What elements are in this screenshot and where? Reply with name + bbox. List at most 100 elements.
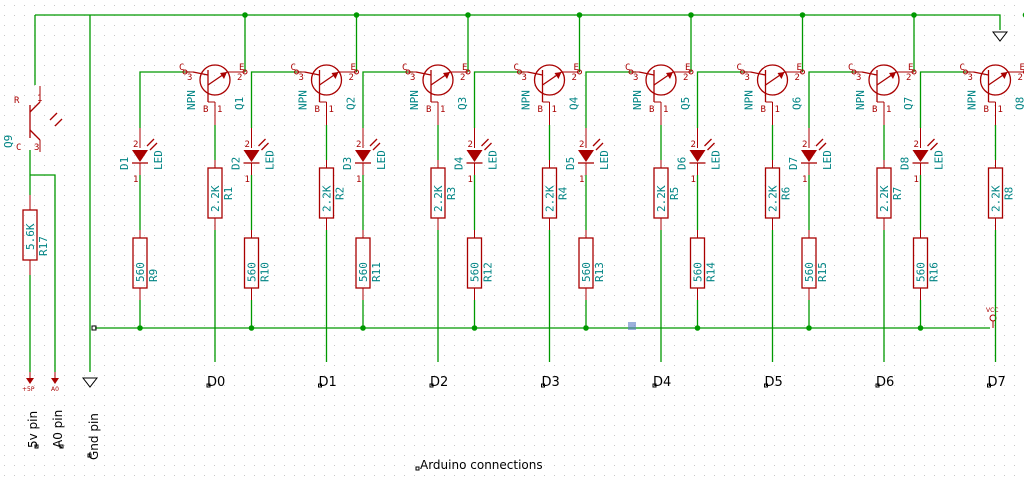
net-label: D6 bbox=[876, 375, 894, 390]
led-label: LED bbox=[933, 150, 946, 170]
transistor-e-number: 2 bbox=[1018, 73, 1023, 83]
transistor-reference: Q2 bbox=[345, 97, 358, 110]
transistor-reference: Q8 bbox=[1014, 97, 1024, 110]
rb-reference: R7 bbox=[891, 187, 904, 200]
rb-reference: R4 bbox=[557, 186, 570, 200]
transistor-b-letter: B bbox=[426, 105, 431, 115]
pin-end-circle bbox=[405, 69, 411, 75]
transistor-emitter-arrow bbox=[777, 72, 785, 79]
transistor-body bbox=[533, 64, 566, 96]
led-emit-arrow bbox=[930, 142, 938, 151]
led-emit-arrow bbox=[149, 142, 158, 151]
net-label: D1 bbox=[319, 375, 337, 390]
junction-dot bbox=[917, 325, 924, 331]
transistor-c-number: 3 bbox=[968, 73, 973, 83]
led-reference: D1 bbox=[118, 157, 131, 170]
transistor-collector-leg bbox=[861, 71, 878, 76]
pin-end-circle bbox=[465, 69, 471, 75]
led-cathode-number: 1 bbox=[579, 175, 584, 185]
junction-dot bbox=[806, 325, 812, 331]
led-reference: D4 bbox=[453, 156, 466, 170]
ground-symbol-right bbox=[991, 31, 1009, 42]
junction-dot bbox=[137, 325, 143, 331]
transistor-type: NPN bbox=[297, 90, 310, 110]
label-5v-pin: 5v pin bbox=[26, 411, 40, 448]
pin-end-circle bbox=[800, 69, 805, 75]
transistor-collector-leg bbox=[192, 71, 209, 76]
rl-value: 560 bbox=[134, 262, 147, 282]
pin-end-circle bbox=[242, 69, 248, 75]
power-5v-text: +5P bbox=[22, 386, 35, 393]
led-emit-arrow bbox=[369, 138, 378, 147]
q9-light-arrow-2 bbox=[54, 118, 63, 127]
transistor-c-letter: C bbox=[960, 63, 965, 73]
led-emit-arrow bbox=[815, 138, 824, 147]
transistor-e-number: 2 bbox=[572, 73, 577, 83]
transistor-c-number: 3 bbox=[410, 73, 415, 83]
pin-end-circle bbox=[963, 69, 968, 75]
junction-dot bbox=[353, 12, 360, 18]
rl-value: 560 bbox=[246, 262, 259, 282]
led-triangle bbox=[689, 150, 706, 162]
led-anode-number: 2 bbox=[579, 140, 584, 150]
net-label: D3 bbox=[542, 375, 560, 390]
led-emit-arrow bbox=[707, 142, 715, 151]
transistor-type: NPN bbox=[966, 90, 979, 110]
net-label-anchor bbox=[764, 383, 768, 388]
led-reference: D3 bbox=[341, 157, 354, 170]
net-label-anchor bbox=[318, 383, 322, 388]
transistor-b-number: 1 bbox=[775, 105, 780, 115]
pin-end-circle bbox=[354, 69, 359, 75]
q9-pin-r-label: R bbox=[14, 96, 20, 106]
transistor-b-number: 1 bbox=[217, 105, 222, 115]
rb-reference: R8 bbox=[1003, 187, 1016, 200]
pin-end-circle bbox=[688, 69, 694, 75]
rl-reference: R14 bbox=[705, 262, 718, 282]
transistor-b-number: 1 bbox=[552, 105, 557, 115]
label-anchor-gnd bbox=[87, 453, 92, 458]
led-emit-arrow bbox=[372, 142, 381, 151]
led-reference: D5 bbox=[564, 157, 577, 170]
pin-end-circle bbox=[628, 69, 634, 75]
power-a0-text: A0 bbox=[51, 386, 59, 393]
phototransistor-q9[interactable]: 1 3 C R Q9 bbox=[2, 86, 63, 153]
resistor-r17[interactable]: 5.6K R17 bbox=[22, 195, 50, 275]
transistor-collector-leg bbox=[973, 71, 989, 76]
transistor-c-letter: C bbox=[514, 63, 519, 73]
net-label-anchor bbox=[652, 383, 657, 388]
